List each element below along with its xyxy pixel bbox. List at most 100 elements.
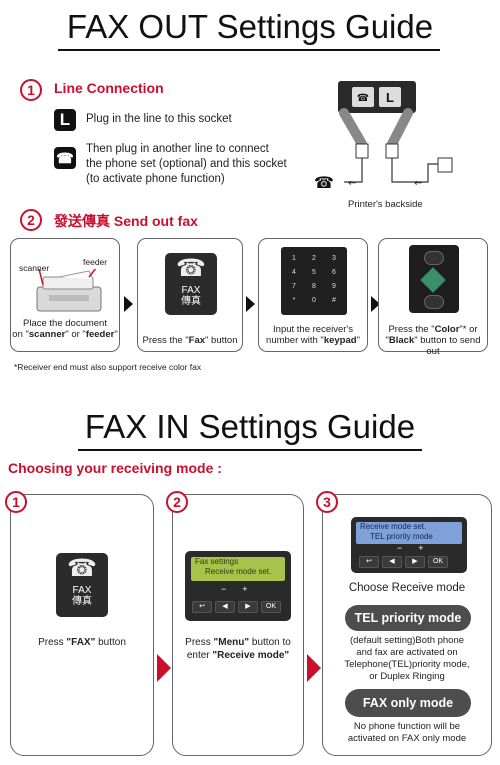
fax-phone-icon: ☎ — [67, 555, 97, 582]
ok-key: OK — [428, 556, 448, 568]
card3-line2: number with "keypad" — [266, 335, 360, 346]
printer-icon — [36, 269, 102, 312]
start-panel-illustration — [409, 245, 459, 313]
svg-text:←: ← — [414, 178, 422, 189]
printer-backside-diagram: ☎ L ☎ ← ← — [314, 81, 453, 192]
card2-text: Press the "Fax" button — [142, 335, 238, 346]
arrow-right-icon — [307, 654, 321, 682]
left-key: ◀ — [215, 601, 235, 613]
lcd-screen: Receive mode set. TEL priority mode — [356, 522, 462, 544]
black-button — [424, 251, 444, 265]
step1-title: Line Connection — [54, 80, 164, 96]
in-step1-number: 1 — [5, 491, 27, 513]
key-8: 8 — [312, 283, 316, 290]
lcd-panel-menu: Fax settings Receive mode set. −+ ↩ ◀ ▶ … — [185, 551, 291, 621]
fax-only-mode-pill: FAX only mode — [345, 689, 471, 717]
in-card1-text: Press "FAX" button — [38, 637, 126, 648]
right-key: ▶ — [238, 601, 258, 613]
phone-instruction-line1: Then plug in another line to connect — [86, 143, 269, 155]
fax-in-title-underline — [78, 449, 422, 451]
step2-number: 2 — [20, 209, 42, 231]
right-key: ▶ — [405, 556, 425, 568]
arrow-right-icon — [124, 296, 133, 312]
send-card-color-black: Press the "Color"* or "Black" button to … — [378, 238, 488, 357]
fax-button-illustration: ☎ FAX 傳真 — [165, 253, 217, 315]
card4-line1: Press the "Color"* or — [388, 324, 478, 335]
svg-text:☎: ☎ — [357, 93, 369, 104]
tel-desc-line2: and fax are activated on — [356, 647, 458, 658]
fax-in-subtitle: Choosing your receiving mode : — [8, 460, 222, 476]
key-0: 0 — [312, 297, 316, 304]
scanner-label: scanner — [19, 263, 50, 273]
tel-desc-line1: (default setting)Both phone — [349, 635, 465, 646]
step2-title: 發送傳真 Send out fax — [54, 213, 198, 229]
in-card2-line2: enter "Receive mode" — [186, 650, 290, 661]
feeder-label: feeder — [83, 257, 108, 267]
in-step3-number: 3 — [316, 491, 338, 513]
in-card2-line1: Press "Menu" button to — [185, 637, 291, 648]
choose-receive-mode: Choose Receive mode — [348, 582, 466, 594]
lcd-line2: Receive mode set. — [205, 567, 272, 576]
tel-priority-mode-pill: TEL priority mode — [345, 605, 471, 631]
key-2: 2 — [312, 255, 316, 262]
fax-desc-line1: No phone function will be — [353, 721, 461, 732]
tel-desc-line4: or Duplex Ringing — [369, 671, 445, 682]
arrow-right-icon — [246, 296, 255, 312]
key-9: 9 — [332, 283, 336, 290]
keypad-illustration: 1 2 3 4 5 6 7 8 9 * 0 # — [281, 247, 347, 315]
lcd-screen: Fax settings Receive mode set. — [191, 557, 285, 581]
color-button — [424, 295, 444, 309]
socket-l-instruction: Plug in the line to this socket — [86, 113, 232, 125]
fax-phone-icon: ☎ — [176, 255, 206, 282]
lcd-line1: Receive mode set. — [360, 522, 427, 531]
card4-line2: "Black" button to send out — [385, 335, 481, 357]
fax-button-illustration: ☎ FAX 傳真 — [56, 553, 108, 617]
receiver-footnote: *Receiver end must also support receive … — [14, 362, 202, 372]
lcd-panel-mode: Receive mode set. TEL priority mode −+ ↩… — [351, 517, 467, 573]
key-4: 4 — [292, 269, 296, 276]
svg-text:☎: ☎ — [314, 173, 334, 192]
key-5: 5 — [312, 269, 316, 276]
card1-line1: Place the document — [23, 318, 107, 329]
lcd-keys: ↩ ◀ ▶ OK — [359, 556, 448, 568]
key-3: 3 — [332, 255, 336, 262]
back-key: ↩ — [192, 601, 212, 613]
phone-instruction-line3: (to activate phone function) — [86, 173, 225, 185]
fax-out-title: FAX OUT Settings Guide — [66, 8, 434, 45]
key-star: * — [292, 297, 296, 304]
key-7: 7 — [292, 283, 296, 290]
card3-line1: Input the receiver's — [273, 324, 353, 335]
lcd-line2: TEL priority mode — [370, 532, 433, 541]
send-card-press-fax: ☎ FAX 傳真 Press the "Fax" button — [137, 238, 243, 352]
receive-card-menu: Fax settings Receive mode set. −+ ↩ ◀ ▶ … — [172, 494, 304, 756]
left-key: ◀ — [382, 556, 402, 568]
tel-desc-line3: Telephone(TEL)priority mode, — [344, 659, 470, 670]
lcd-line1: Fax settings — [195, 557, 239, 566]
lcd-minus-plus: −+ — [397, 543, 424, 553]
printer-backside-caption: Printer's backside — [348, 199, 423, 210]
start-diamond-icon — [420, 267, 446, 293]
phone-socket-icon: ☎ — [54, 147, 76, 169]
key-hash: # — [332, 297, 336, 304]
in-step2-number: 2 — [166, 491, 188, 513]
card1-line2: on "scanner" or "feeder" — [12, 329, 118, 340]
key-1: 1 — [292, 255, 296, 262]
receive-card-choose-mode: Receive mode set. TEL priority mode −+ ↩… — [322, 494, 492, 756]
line-socket-l-icon: L — [54, 109, 76, 131]
lcd-keys: ↩ ◀ ▶ OK — [192, 601, 281, 613]
fax-out-title-underline — [58, 49, 440, 51]
ok-key: OK — [261, 601, 281, 613]
arrow-right-icon — [157, 654, 171, 682]
arrow-right-icon — [371, 296, 380, 312]
send-card-keypad: 1 2 3 4 5 6 7 8 9 * 0 # Input the receiv… — [258, 238, 368, 352]
step1-number: 1 — [20, 79, 42, 101]
back-key: ↩ — [359, 556, 379, 568]
phone-instruction-line2: the phone set (optional) and this socket — [86, 158, 287, 170]
receive-card-press-fax: ☎ FAX 傳真 Press "FAX" button — [10, 494, 154, 756]
lcd-minus-plus: −+ — [221, 584, 248, 594]
svg-text:←: ← — [348, 178, 356, 189]
fax-desc-line2: activated on FAX only mode — [347, 733, 467, 744]
fax-in-title: FAX IN Settings Guide — [84, 408, 416, 445]
send-card-place-document: scanner feeder Place the document on "sc… — [10, 238, 120, 352]
svg-text:L: L — [386, 90, 394, 105]
